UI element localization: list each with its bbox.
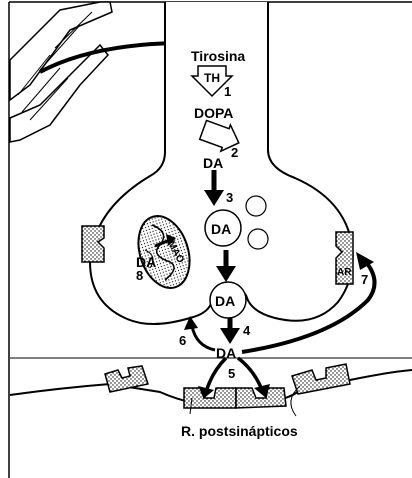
step-6: 6 <box>179 333 186 348</box>
input-axon <box>10 2 112 142</box>
step-4: 4 <box>243 323 251 338</box>
label-autoreceptor: AR <box>337 267 352 278</box>
step-5: 5 <box>228 366 235 381</box>
arrow-step4 <box>220 318 240 344</box>
reuptake-arrow <box>184 316 215 350</box>
label-da-cytoplasm: DA <box>203 155 223 171</box>
postsynaptic-receptor-4 <box>292 364 350 394</box>
vesicle-empty-1 <box>246 196 266 216</box>
receptor-left <box>82 226 104 262</box>
label-th: TH <box>204 71 220 85</box>
label-dopa: DOPA <box>194 105 233 121</box>
label-postsynaptic-receptors: R. postsinápticos <box>181 423 298 439</box>
vesicle-empty-2 <box>248 229 268 249</box>
step-7: 7 <box>361 272 368 287</box>
step-1: 1 <box>224 84 231 99</box>
label-da-release: DA <box>215 293 235 309</box>
label-da-vesicle: DA <box>211 221 231 237</box>
step-8: 8 <box>136 268 143 283</box>
label-tyrosine: Tirosina <box>191 48 245 64</box>
label-da-cleft: DA <box>216 345 236 361</box>
step-3: 3 <box>226 190 233 205</box>
step-2: 2 <box>231 145 238 160</box>
